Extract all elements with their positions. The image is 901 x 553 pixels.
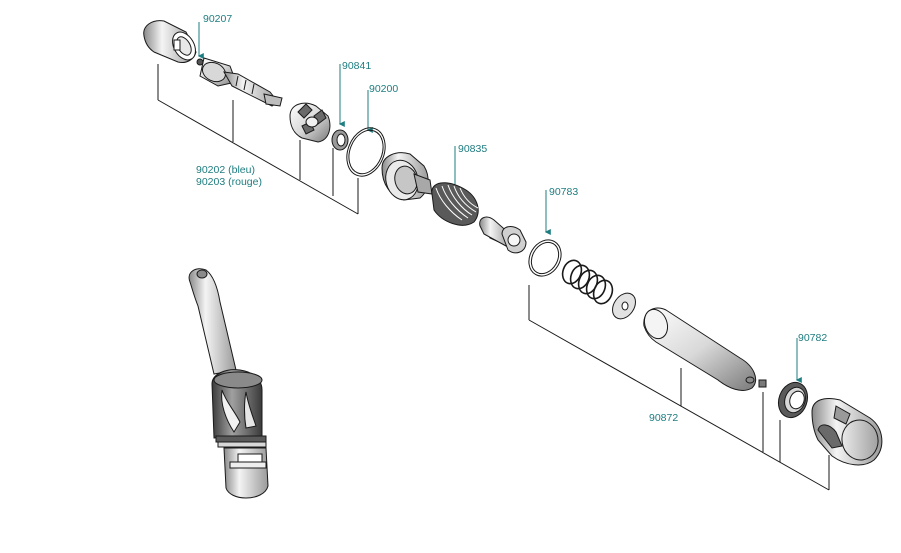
- label-90782: 90782: [798, 332, 828, 344]
- knob-cap-part: [812, 399, 882, 465]
- label-90783: 90783: [549, 186, 579, 198]
- lever-handle-part: [641, 306, 756, 390]
- label-90835: 90835: [458, 143, 488, 155]
- housing-part: [381, 153, 432, 204]
- screw-part: [759, 380, 766, 387]
- bracket-90872: [528, 285, 830, 491]
- oring-90200-part: [340, 122, 392, 182]
- spring-90835-part: [432, 183, 478, 225]
- label-90841: 90841: [342, 60, 372, 72]
- small-ring-part: [332, 130, 348, 150]
- washer-part: [608, 289, 640, 323]
- assembled-lever-view: [189, 269, 268, 498]
- label-90203-rouge: 90203 (rouge): [196, 176, 262, 188]
- label-90200: 90200: [369, 83, 399, 95]
- oring-90783-part: [523, 234, 568, 282]
- cam-part: [290, 103, 330, 142]
- plunger-part: [480, 217, 526, 253]
- spindle-part: [197, 58, 282, 106]
- label-90872: 90872: [649, 412, 679, 424]
- large-spring-part: [559, 258, 615, 307]
- ring-90782-part: [774, 378, 813, 421]
- label-90207: 90207: [203, 13, 233, 25]
- sleeve-part: [144, 21, 200, 64]
- leader-lines: [197, 22, 802, 383]
- bracket-90202: [157, 64, 359, 215]
- label-90202-bleu: 90202 (bleu): [196, 164, 255, 176]
